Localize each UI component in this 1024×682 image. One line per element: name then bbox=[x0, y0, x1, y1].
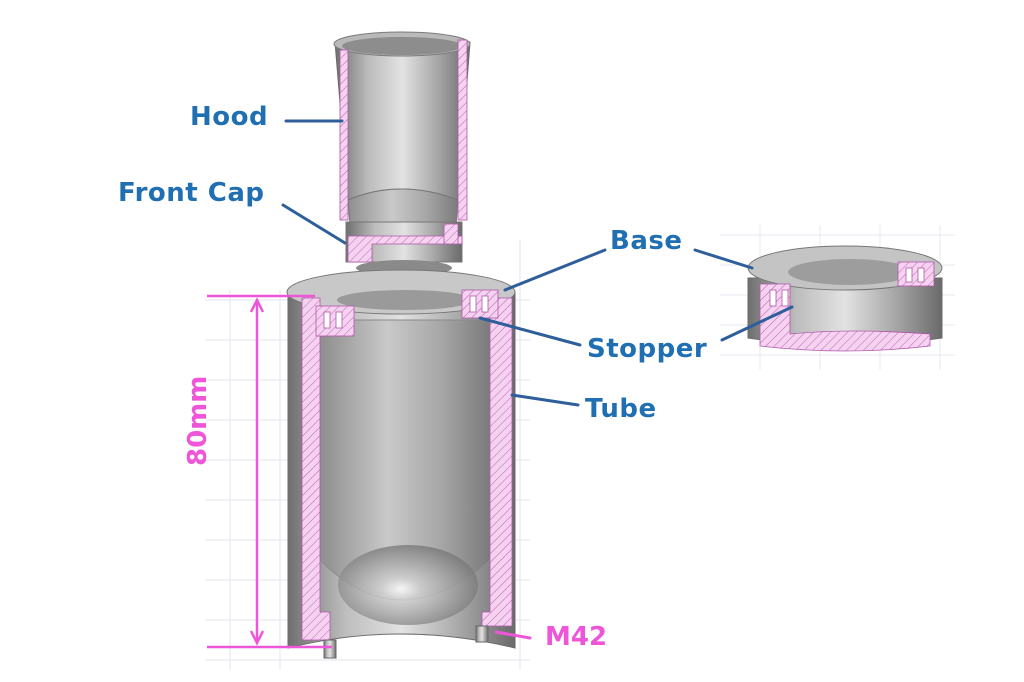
hood-part bbox=[333, 31, 471, 226]
hood-label: Hood bbox=[190, 102, 269, 132]
base-leader-right bbox=[693, 248, 754, 270]
tube-part bbox=[286, 269, 516, 659]
leader-lines bbox=[281, 119, 794, 407]
tube-leader bbox=[510, 393, 580, 407]
tube-label: Tube bbox=[585, 394, 657, 424]
thread-dimension-leader bbox=[494, 630, 532, 640]
base-label: Base bbox=[610, 226, 683, 256]
stopper-leader-right bbox=[720, 305, 794, 342]
front-cap-leader bbox=[281, 203, 347, 245]
base-detail-part bbox=[747, 245, 943, 352]
height-dimension bbox=[207, 294, 332, 649]
front-cap-label: Front Cap bbox=[118, 178, 265, 208]
stopper-leader-left bbox=[478, 316, 582, 347]
base-leader-left bbox=[503, 248, 607, 292]
thread-dimension-label: M42 bbox=[545, 622, 608, 652]
stopper-label: Stopper bbox=[587, 334, 708, 364]
height-dimension-label: 80mm bbox=[183, 375, 213, 466]
front-cap-part bbox=[345, 221, 463, 276]
